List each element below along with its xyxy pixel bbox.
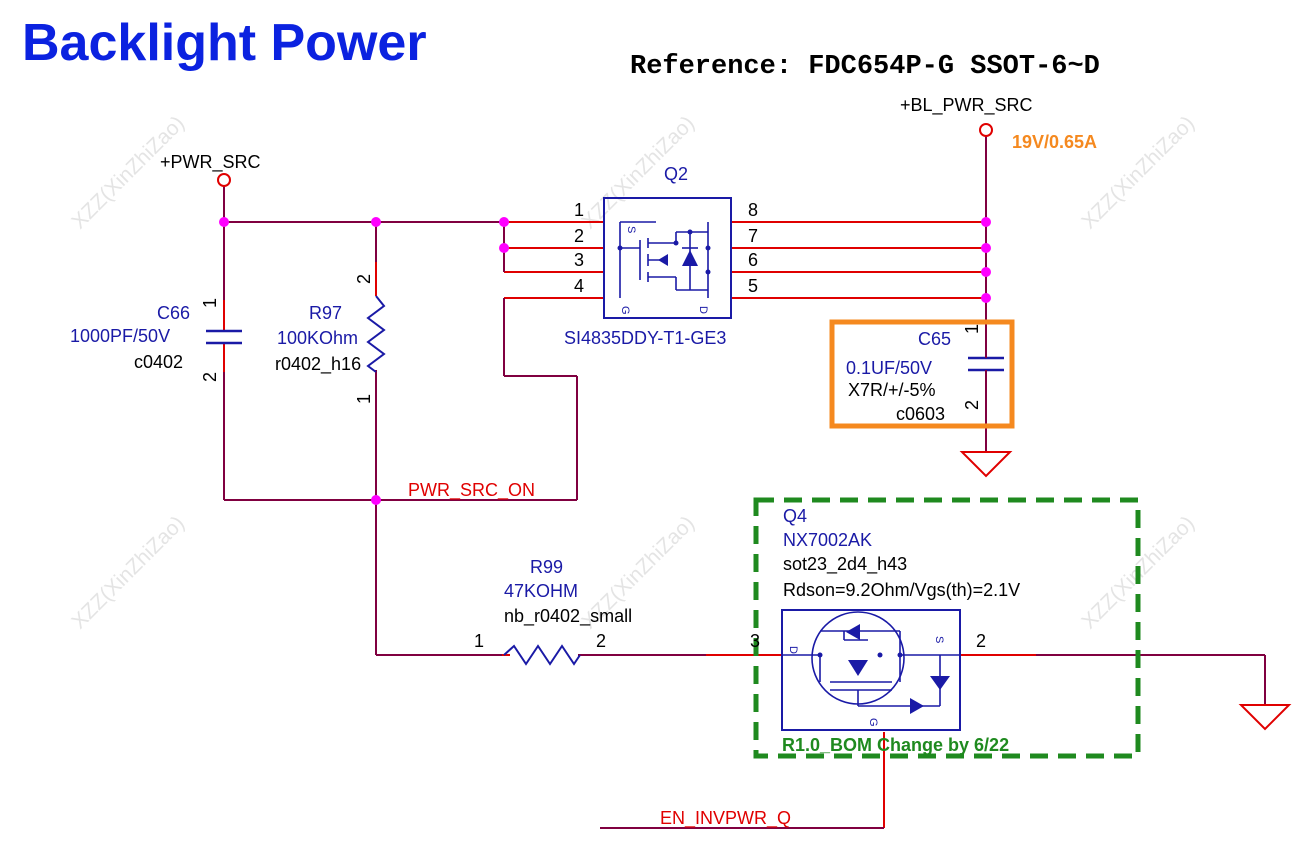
power-port-pwr-src: +PWR_SRC — [160, 152, 261, 187]
q2-body — [603, 197, 732, 319]
svg-text:3: 3 — [750, 631, 760, 651]
junction-dot — [219, 217, 229, 227]
svg-text:1: 1 — [474, 631, 484, 651]
junctions — [219, 217, 991, 505]
net-label-pwr-src-on: PWR_SRC_ON — [408, 480, 535, 501]
r97-value: 100KOhm — [277, 328, 358, 348]
junction-dot — [499, 243, 509, 253]
svg-text:2: 2 — [962, 400, 982, 410]
r97-footprint: r0402_h16 — [275, 354, 361, 375]
c66-value: 1000PF/50V — [70, 326, 170, 346]
svg-text:2: 2 — [574, 226, 584, 246]
svg-text:2: 2 — [596, 631, 606, 651]
c65-ref: C65 — [918, 329, 951, 349]
bom-change-box — [753, 497, 1141, 759]
c65-value: 0.1UF/50V — [846, 358, 932, 378]
mosfet-q4: Q4 NX7002AK sot23_2d4_h43 Rdson=9.2Ohm/V… — [750, 497, 1141, 759]
junction-dot — [371, 495, 381, 505]
q4-part: NX7002AK — [783, 530, 872, 550]
resistor-zigzag — [503, 644, 581, 666]
power-port-icon — [979, 123, 993, 137]
wires — [223, 136, 1266, 829]
mosfet-q2: Q2 SI4835DDY-T1-GE3 1 2 3 4 8 7 6 5 — [564, 164, 758, 348]
q4-symbol — [782, 611, 960, 707]
net-label-pwr-src: +PWR_SRC — [160, 152, 261, 173]
svg-text:S: S — [933, 636, 945, 643]
q4-note: Rdson=9.2Ohm/Vgs(th)=2.1V — [783, 580, 1020, 600]
bom-change-note: R1.0_BOM Change by 6/22 — [782, 735, 1009, 755]
capacitor-c65: 1 2 C65 0.1UF/50V X7R/+/-5% c0603 — [829, 319, 1015, 429]
svg-text:1: 1 — [574, 200, 584, 220]
power-port-icon — [217, 173, 231, 187]
svg-text:G: G — [867, 718, 879, 727]
svg-text:5: 5 — [748, 276, 758, 296]
c66-ref: C66 — [157, 303, 190, 323]
q2-symbol — [619, 221, 709, 298]
svg-text:3: 3 — [574, 250, 584, 270]
junction-dot — [499, 217, 509, 227]
c65-dielectric: X7R/+/-5% — [848, 380, 936, 400]
junction-dot — [981, 293, 991, 303]
q2-arrow — [658, 254, 668, 266]
watermarks: XZZ(XinZhiZao) XZZ(XinZhiZao) XZZ(XinZhi… — [67, 112, 1199, 634]
svg-text:2: 2 — [200, 372, 220, 382]
junction-dot — [981, 267, 991, 277]
watermark: XZZ(XinZhiZao) — [1077, 112, 1199, 234]
svg-text:2: 2 — [976, 631, 986, 651]
r99-footprint: nb_r0402_small — [504, 606, 632, 627]
q4-diode — [848, 660, 868, 676]
q2-ref: Q2 — [664, 164, 688, 184]
junction-dot — [371, 217, 381, 227]
q4-zener — [930, 676, 950, 690]
rating-label: 19V/0.65A — [1012, 132, 1097, 152]
reference-note: Reference: FDC654P-G SSOT-6~D — [630, 52, 1100, 82]
r97-ref: R97 — [309, 303, 342, 323]
power-port-bl-pwr-src: +BL_PWR_SRC 19V/0.65A — [900, 95, 1097, 152]
net-label-en-invpwr-q: EN_INVPWR_Q — [660, 808, 791, 829]
ground-icon — [959, 451, 1013, 478]
junction-dot — [981, 243, 991, 253]
resistor-zigzag — [366, 295, 386, 373]
svg-text:D: D — [787, 646, 799, 654]
resistor-r97: 2 1 R97 100KOhm r0402_h16 — [275, 262, 386, 404]
r99-value: 47KOHM — [504, 581, 578, 601]
svg-text:S: S — [625, 226, 637, 233]
ground-icon — [1238, 704, 1292, 731]
net-label-bl-pwr-src: +BL_PWR_SRC — [900, 95, 1033, 116]
svg-text:6: 6 — [748, 250, 758, 270]
c66-footprint: c0402 — [134, 352, 183, 372]
svg-text:1: 1 — [962, 324, 982, 334]
svg-text:8: 8 — [748, 200, 758, 220]
svg-text:1: 1 — [200, 298, 220, 308]
q4-body — [781, 609, 961, 731]
svg-text:1: 1 — [354, 394, 374, 404]
q2-diode — [682, 250, 698, 266]
svg-text:7: 7 — [748, 226, 758, 246]
resistor-r99: 1 2 R99 47KOHM nb_r0402_small — [474, 557, 632, 666]
svg-text:D: D — [697, 306, 709, 314]
highlight-box — [829, 319, 1015, 429]
watermark: XZZ(XinZhiZao) — [67, 512, 189, 634]
watermark: XZZ(XinZhiZao) — [67, 112, 189, 234]
svg-text:4: 4 — [574, 276, 584, 296]
q2-part: SI4835DDY-T1-GE3 — [564, 328, 726, 348]
svg-text:2: 2 — [354, 274, 374, 284]
c65-footprint: c0603 — [896, 404, 945, 424]
capacitor-c66: 1 2 C66 1000PF/50V c0402 — [70, 298, 242, 382]
q4-zener — [910, 698, 924, 714]
q4-diode — [846, 624, 860, 640]
r99-ref: R99 — [530, 557, 563, 577]
q4-ref: Q4 — [783, 506, 807, 526]
junction-dot — [981, 217, 991, 227]
svg-text:G: G — [619, 306, 631, 315]
page-title: Backlight Power — [22, 14, 427, 72]
q4-footprint: sot23_2d4_h43 — [783, 554, 907, 575]
